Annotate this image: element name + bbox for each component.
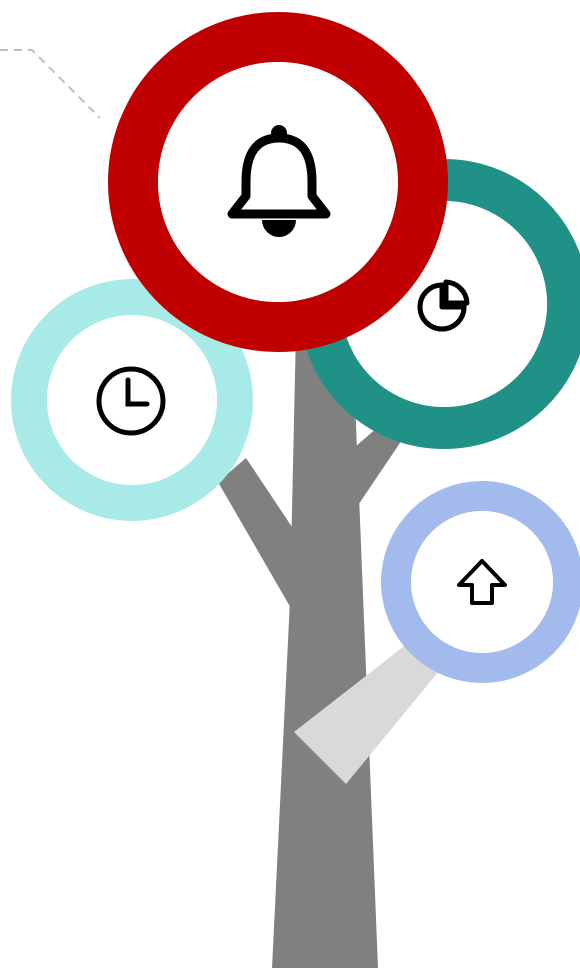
tree-trunk <box>272 330 378 968</box>
dashed-connector <box>0 50 100 118</box>
node-bell <box>133 37 423 327</box>
node-upload <box>396 496 568 668</box>
